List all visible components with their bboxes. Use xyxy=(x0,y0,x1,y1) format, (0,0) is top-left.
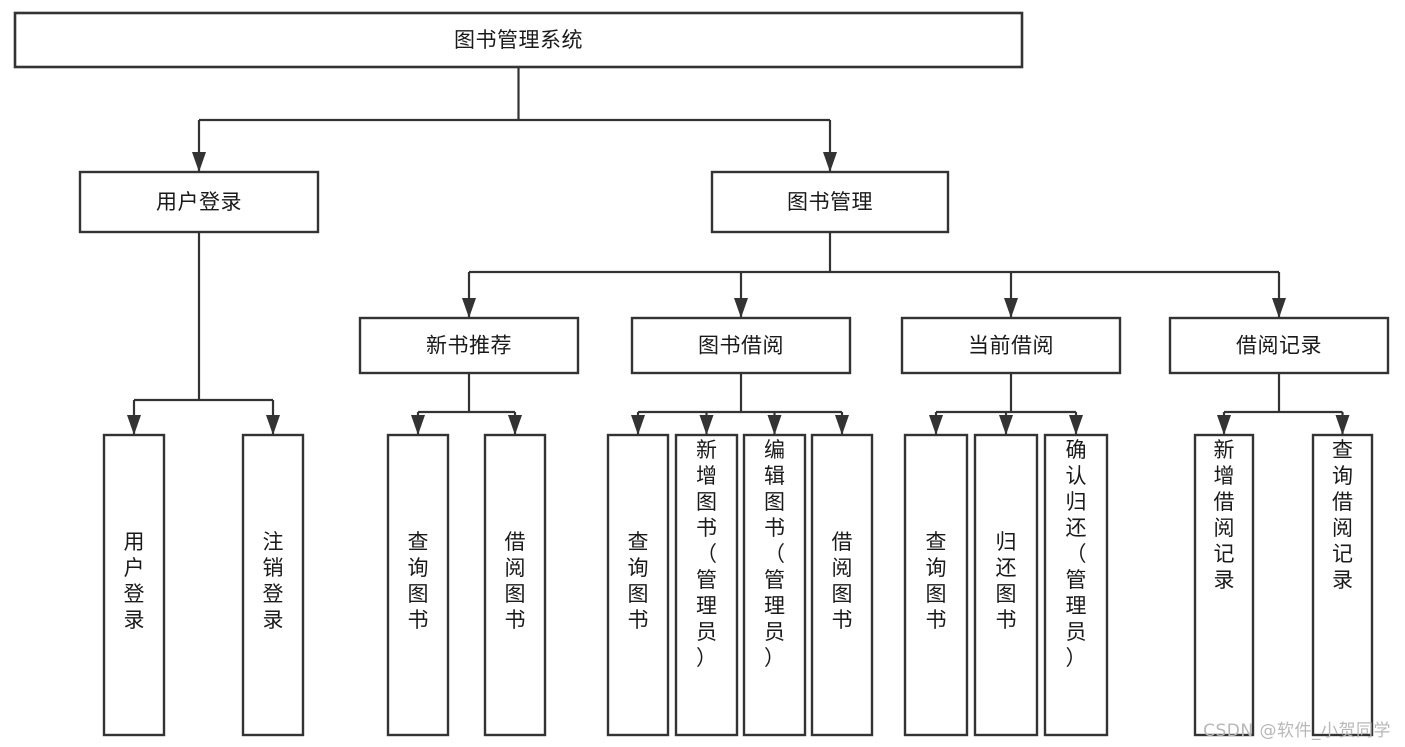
node-确认归还管理员[interactable]: 确认归还（管理员） xyxy=(1043,433,1109,737)
connector-links-layer xyxy=(127,67,1350,435)
arrow-head-icon xyxy=(127,415,141,435)
arrow-head-icon xyxy=(1272,298,1286,318)
node-box-rect[interactable] xyxy=(1193,433,1255,737)
node-用户登录[interactable]: 用户登录 xyxy=(102,433,166,737)
node-注销登录[interactable]: 注销登录 xyxy=(241,433,305,737)
node-图书借阅[interactable]: 图书借阅 xyxy=(630,316,852,375)
arrow-head-icon xyxy=(192,152,206,172)
node-label: 借阅图书 xyxy=(832,530,853,632)
node-boxes-layer: 图书管理系统用户登录用户登录注销登录图书管理新书推荐查询图书借阅图书图书借阅查询… xyxy=(13,11,1390,737)
node-label: 当前借阅 xyxy=(968,334,1054,358)
node-label: 新书推荐 xyxy=(426,334,512,358)
node-box-rect[interactable] xyxy=(606,433,670,737)
node-label: 用户登录 xyxy=(124,530,145,632)
node-box-rect[interactable] xyxy=(102,433,166,737)
node-当前借阅[interactable]: 当前借阅 xyxy=(900,316,1122,375)
node-查询借阅记录[interactable]: 查询借阅记录 xyxy=(1311,433,1374,737)
node-box-rect[interactable] xyxy=(78,170,320,234)
arrow-head-icon xyxy=(767,415,782,435)
node-box-rect[interactable] xyxy=(1311,433,1374,737)
node-label: 确认归还（管理员） xyxy=(1066,438,1087,670)
node-归还图书[interactable]: 归还图书 xyxy=(973,433,1039,737)
node-label: 归还图书 xyxy=(996,530,1017,632)
arrow-head-icon xyxy=(1069,415,1083,435)
node-用户登录[interactable]: 用户登录 xyxy=(78,170,320,234)
node-借阅图书[interactable]: 借阅图书 xyxy=(810,433,874,737)
node-box-rect[interactable] xyxy=(900,316,1122,375)
node-label: 图书管理 xyxy=(787,190,873,214)
node-label: 查询图书 xyxy=(628,530,649,632)
node-box-rect[interactable] xyxy=(241,433,305,737)
node-借阅图书[interactable]: 借阅图书 xyxy=(483,433,547,737)
node-label: 图书借阅 xyxy=(698,334,784,358)
node-label: 用户登录 xyxy=(156,190,242,214)
node-label: 新增借阅记录 xyxy=(1214,438,1235,592)
node-label: 新增图书（管理员） xyxy=(696,438,717,670)
node-box-rect[interactable] xyxy=(810,433,874,737)
arrow-head-icon xyxy=(999,415,1013,435)
arrow-head-icon xyxy=(631,415,645,435)
node-box-rect[interactable] xyxy=(13,11,1024,69)
node-label: 注销登录 xyxy=(263,530,284,632)
node-图书管理[interactable]: 图书管理 xyxy=(710,170,950,234)
arrow-head-icon xyxy=(835,415,849,435)
arrow-head-icon xyxy=(734,298,748,318)
node-编辑图书管理员[interactable]: 编辑图书（管理员） xyxy=(742,433,807,737)
node-box-rect[interactable] xyxy=(1043,433,1109,737)
node-box-rect[interactable] xyxy=(483,433,547,737)
arrow-head-icon xyxy=(929,415,943,435)
node-box-rect[interactable] xyxy=(386,433,450,737)
node-label: 查询借阅记录 xyxy=(1332,438,1353,592)
arrow-head-icon xyxy=(699,415,714,435)
node-label: 借阅记录 xyxy=(1236,334,1322,358)
node-label: 借阅图书 xyxy=(505,530,526,632)
node-借阅记录[interactable]: 借阅记录 xyxy=(1168,316,1390,375)
node-box-rect[interactable] xyxy=(630,316,852,375)
node-查询图书[interactable]: 查询图书 xyxy=(903,433,969,737)
node-新增借阅记录[interactable]: 新增借阅记录 xyxy=(1193,433,1255,737)
arrow-head-icon xyxy=(1335,415,1350,435)
csdn-watermark: CSDN @软件_小贺同学 xyxy=(1203,721,1391,741)
node-label: 编辑图书（管理员） xyxy=(764,438,785,670)
node-查询图书[interactable]: 查询图书 xyxy=(386,433,450,737)
node-查询图书[interactable]: 查询图书 xyxy=(606,433,670,737)
arrow-head-icon xyxy=(266,415,280,435)
node-box-rect[interactable] xyxy=(742,433,807,737)
node-label: 图书管理系统 xyxy=(454,28,583,52)
arrow-head-icon xyxy=(411,415,425,435)
node-box-rect[interactable] xyxy=(1168,316,1390,375)
node-图书管理系统[interactable]: 图书管理系统 xyxy=(13,11,1024,69)
node-label: 查询图书 xyxy=(926,530,947,632)
arrow-head-icon xyxy=(462,298,476,318)
node-新书推荐[interactable]: 新书推荐 xyxy=(358,316,580,375)
node-box-rect[interactable] xyxy=(674,433,739,737)
node-box-rect[interactable] xyxy=(358,316,580,375)
node-新增图书管理员[interactable]: 新增图书（管理员） xyxy=(674,433,739,737)
arrow-head-icon xyxy=(1004,298,1018,318)
arrow-head-icon xyxy=(508,415,522,435)
node-label: 查询图书 xyxy=(408,530,429,632)
node-box-rect[interactable] xyxy=(903,433,969,737)
node-box-rect[interactable] xyxy=(710,170,950,234)
arrow-head-icon xyxy=(1217,415,1231,435)
arrow-head-icon xyxy=(823,152,837,172)
node-box-rect[interactable] xyxy=(973,433,1039,737)
